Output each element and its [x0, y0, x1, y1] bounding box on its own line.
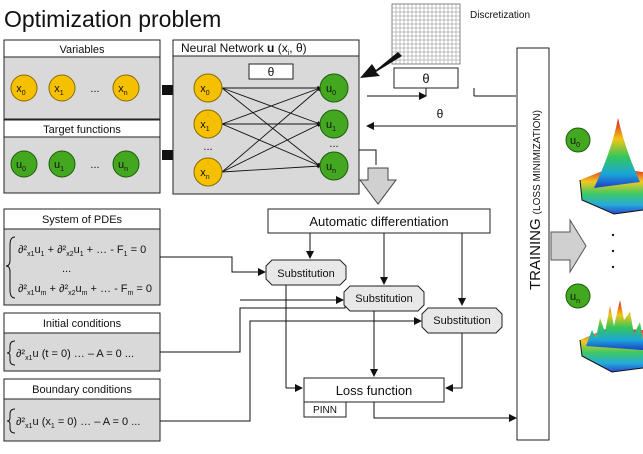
network-to-autodiff-arrow: [359, 167, 397, 205]
pdes-to-sub1-line: [160, 256, 266, 276]
svg-text:un: un: [118, 159, 128, 173]
svg-text:un: un: [570, 291, 580, 305]
svg-text:u0: u0: [570, 135, 580, 149]
variables-ellipsis: ...: [90, 83, 99, 95]
network-input-ellipsis: ...: [203, 141, 212, 153]
network-theta-box: [248, 63, 294, 80]
network-edges: [221, 85, 322, 173]
network-output-ellipsis: ...: [329, 138, 338, 150]
targets-ellipsis: ...: [90, 159, 99, 171]
boundary-header: Boundary conditions: [32, 384, 132, 396]
pdes-header: System of PDEs: [42, 214, 123, 226]
svg-text:x1: x1: [54, 83, 64, 97]
network-output-node-1: u1: [319, 109, 349, 139]
page-title: Optimization problem: [4, 6, 221, 32]
pdes-equation-ellipsis: ...: [62, 263, 71, 275]
initial-to-sub2-line: [160, 304, 346, 353]
training-box: [516, 47, 550, 441]
network-output-node-0: u0: [319, 73, 349, 103]
initial-equation: ∂²x1u (t = 0) … – A = 0 ...: [16, 348, 134, 362]
result-node-bottom: un: [565, 283, 591, 309]
variable-node-1: x1: [48, 74, 76, 102]
substitution-box-2: [343, 285, 425, 312]
initial-header: Initial conditions: [43, 318, 122, 330]
svg-text:xn: xn: [118, 83, 128, 97]
pinn-label: PINN: [313, 405, 337, 416]
network-theta: θ: [268, 65, 275, 79]
svg-text:x0: x0: [200, 83, 210, 97]
target-node-n: un: [112, 150, 140, 178]
results-dots: .: [611, 223, 615, 239]
boundary-equation: ∂²x1u (x1 = 0) … – A = 0 ...: [16, 416, 140, 430]
target-node-0: u0: [10, 150, 38, 178]
discretization-grid: [391, 3, 461, 65]
svg-text:u0: u0: [326, 83, 336, 97]
loss-label: Loss function: [336, 383, 413, 398]
result-surface-un: [579, 300, 643, 373]
pdes-box: [3, 208, 161, 306]
network-input-node-0: x0: [193, 73, 223, 103]
training-to-results-arrow: [550, 218, 587, 274]
boundary-to-sub3-line: [160, 317, 422, 422]
svg-text:xn: xn: [200, 167, 210, 181]
grid-to-network-arrow: [360, 52, 402, 78]
autodiff-label: Automatic differentiation: [309, 214, 448, 229]
svg-text:x0: x0: [16, 83, 26, 97]
results-dots-2: .: [611, 239, 615, 255]
network-title: Neural Network u (xi, θ): [181, 41, 307, 57]
variable-node-0: x0: [10, 74, 38, 102]
results-dots-3: .: [611, 255, 615, 271]
variable-node-n: xn: [112, 74, 140, 102]
svg-text:x1: x1: [200, 119, 210, 133]
svg-text:u1: u1: [54, 159, 64, 173]
targets-header: Target functions: [43, 124, 121, 136]
pdes-equation-1: ∂²x1u1 + ∂²x2u1 + … - F1 = 0: [18, 244, 146, 258]
network-input-node-n: xn: [193, 157, 223, 187]
initial-box: [3, 312, 161, 372]
svg-text:u1: u1: [326, 119, 336, 133]
discretization-label: Discretization: [470, 10, 530, 21]
autodiff-box: [267, 208, 491, 234]
svg-text:u0: u0: [16, 159, 26, 173]
target-node-1: u1: [48, 150, 76, 178]
loss-to-training-arrow: [373, 402, 517, 422]
svg-text:un: un: [326, 161, 336, 175]
theta-feedback: θ: [437, 107, 444, 121]
training-label: TRAINING(LOSS MINIMIZATION): [527, 110, 544, 290]
substitution-label-2: Substitution: [355, 293, 412, 305]
boundary-box: [3, 378, 161, 442]
pinn-tag: [303, 401, 347, 418]
substitution-box-1: [265, 259, 347, 286]
result-node-top: u0: [565, 127, 591, 153]
network-output-node-n: un: [319, 151, 349, 181]
substitution-label-3: Substitution: [433, 315, 490, 327]
variables-header: Variables: [59, 44, 105, 56]
substitution-label-1: Substitution: [277, 268, 334, 280]
network-input-node-1: x1: [193, 109, 223, 139]
discretization-theta: θ: [422, 71, 429, 86]
network-to-autodiff-line: [359, 149, 377, 165]
substitution-box-3: [421, 307, 503, 334]
result-surface-u0: [579, 118, 643, 215]
pdes-equation-m: ∂²x1um + ∂²x2um + … - Fm = 0: [18, 283, 152, 297]
loss-box: [303, 377, 445, 403]
